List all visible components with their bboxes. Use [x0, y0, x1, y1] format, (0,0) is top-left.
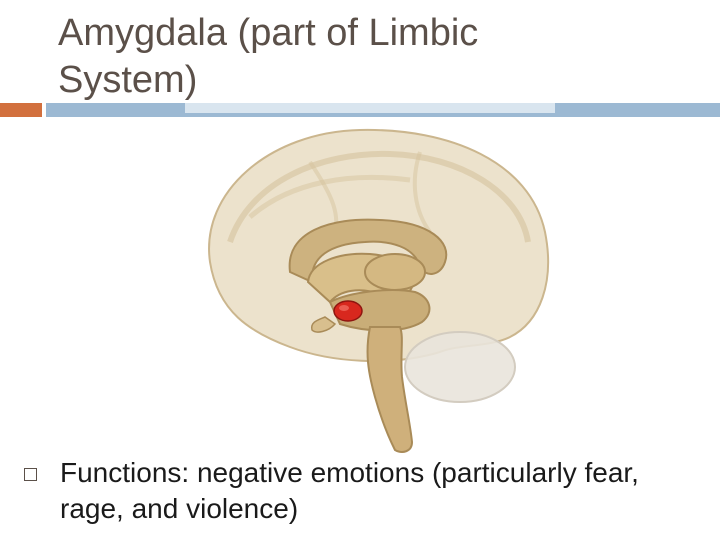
- title-line-2: System): [58, 59, 198, 101]
- brainstem: [366, 326, 414, 453]
- title-rule-highlight: [185, 103, 555, 113]
- title-line-1: Amygdala (part of Limbic: [58, 12, 479, 54]
- cerebellum: [404, 331, 516, 403]
- corpus-callosum: [288, 218, 448, 284]
- amygdala: [333, 300, 363, 322]
- slide-title: Amygdala (part of Limbic System): [58, 10, 658, 104]
- accent-bar-orange: [0, 103, 42, 117]
- square-bullet-icon: [24, 468, 37, 481]
- bullet-text: Functions: negative emotions (particular…: [60, 457, 639, 524]
- cerebrum-shell: [208, 128, 549, 363]
- thalamus: [364, 253, 426, 291]
- brain-illustration: [208, 128, 549, 453]
